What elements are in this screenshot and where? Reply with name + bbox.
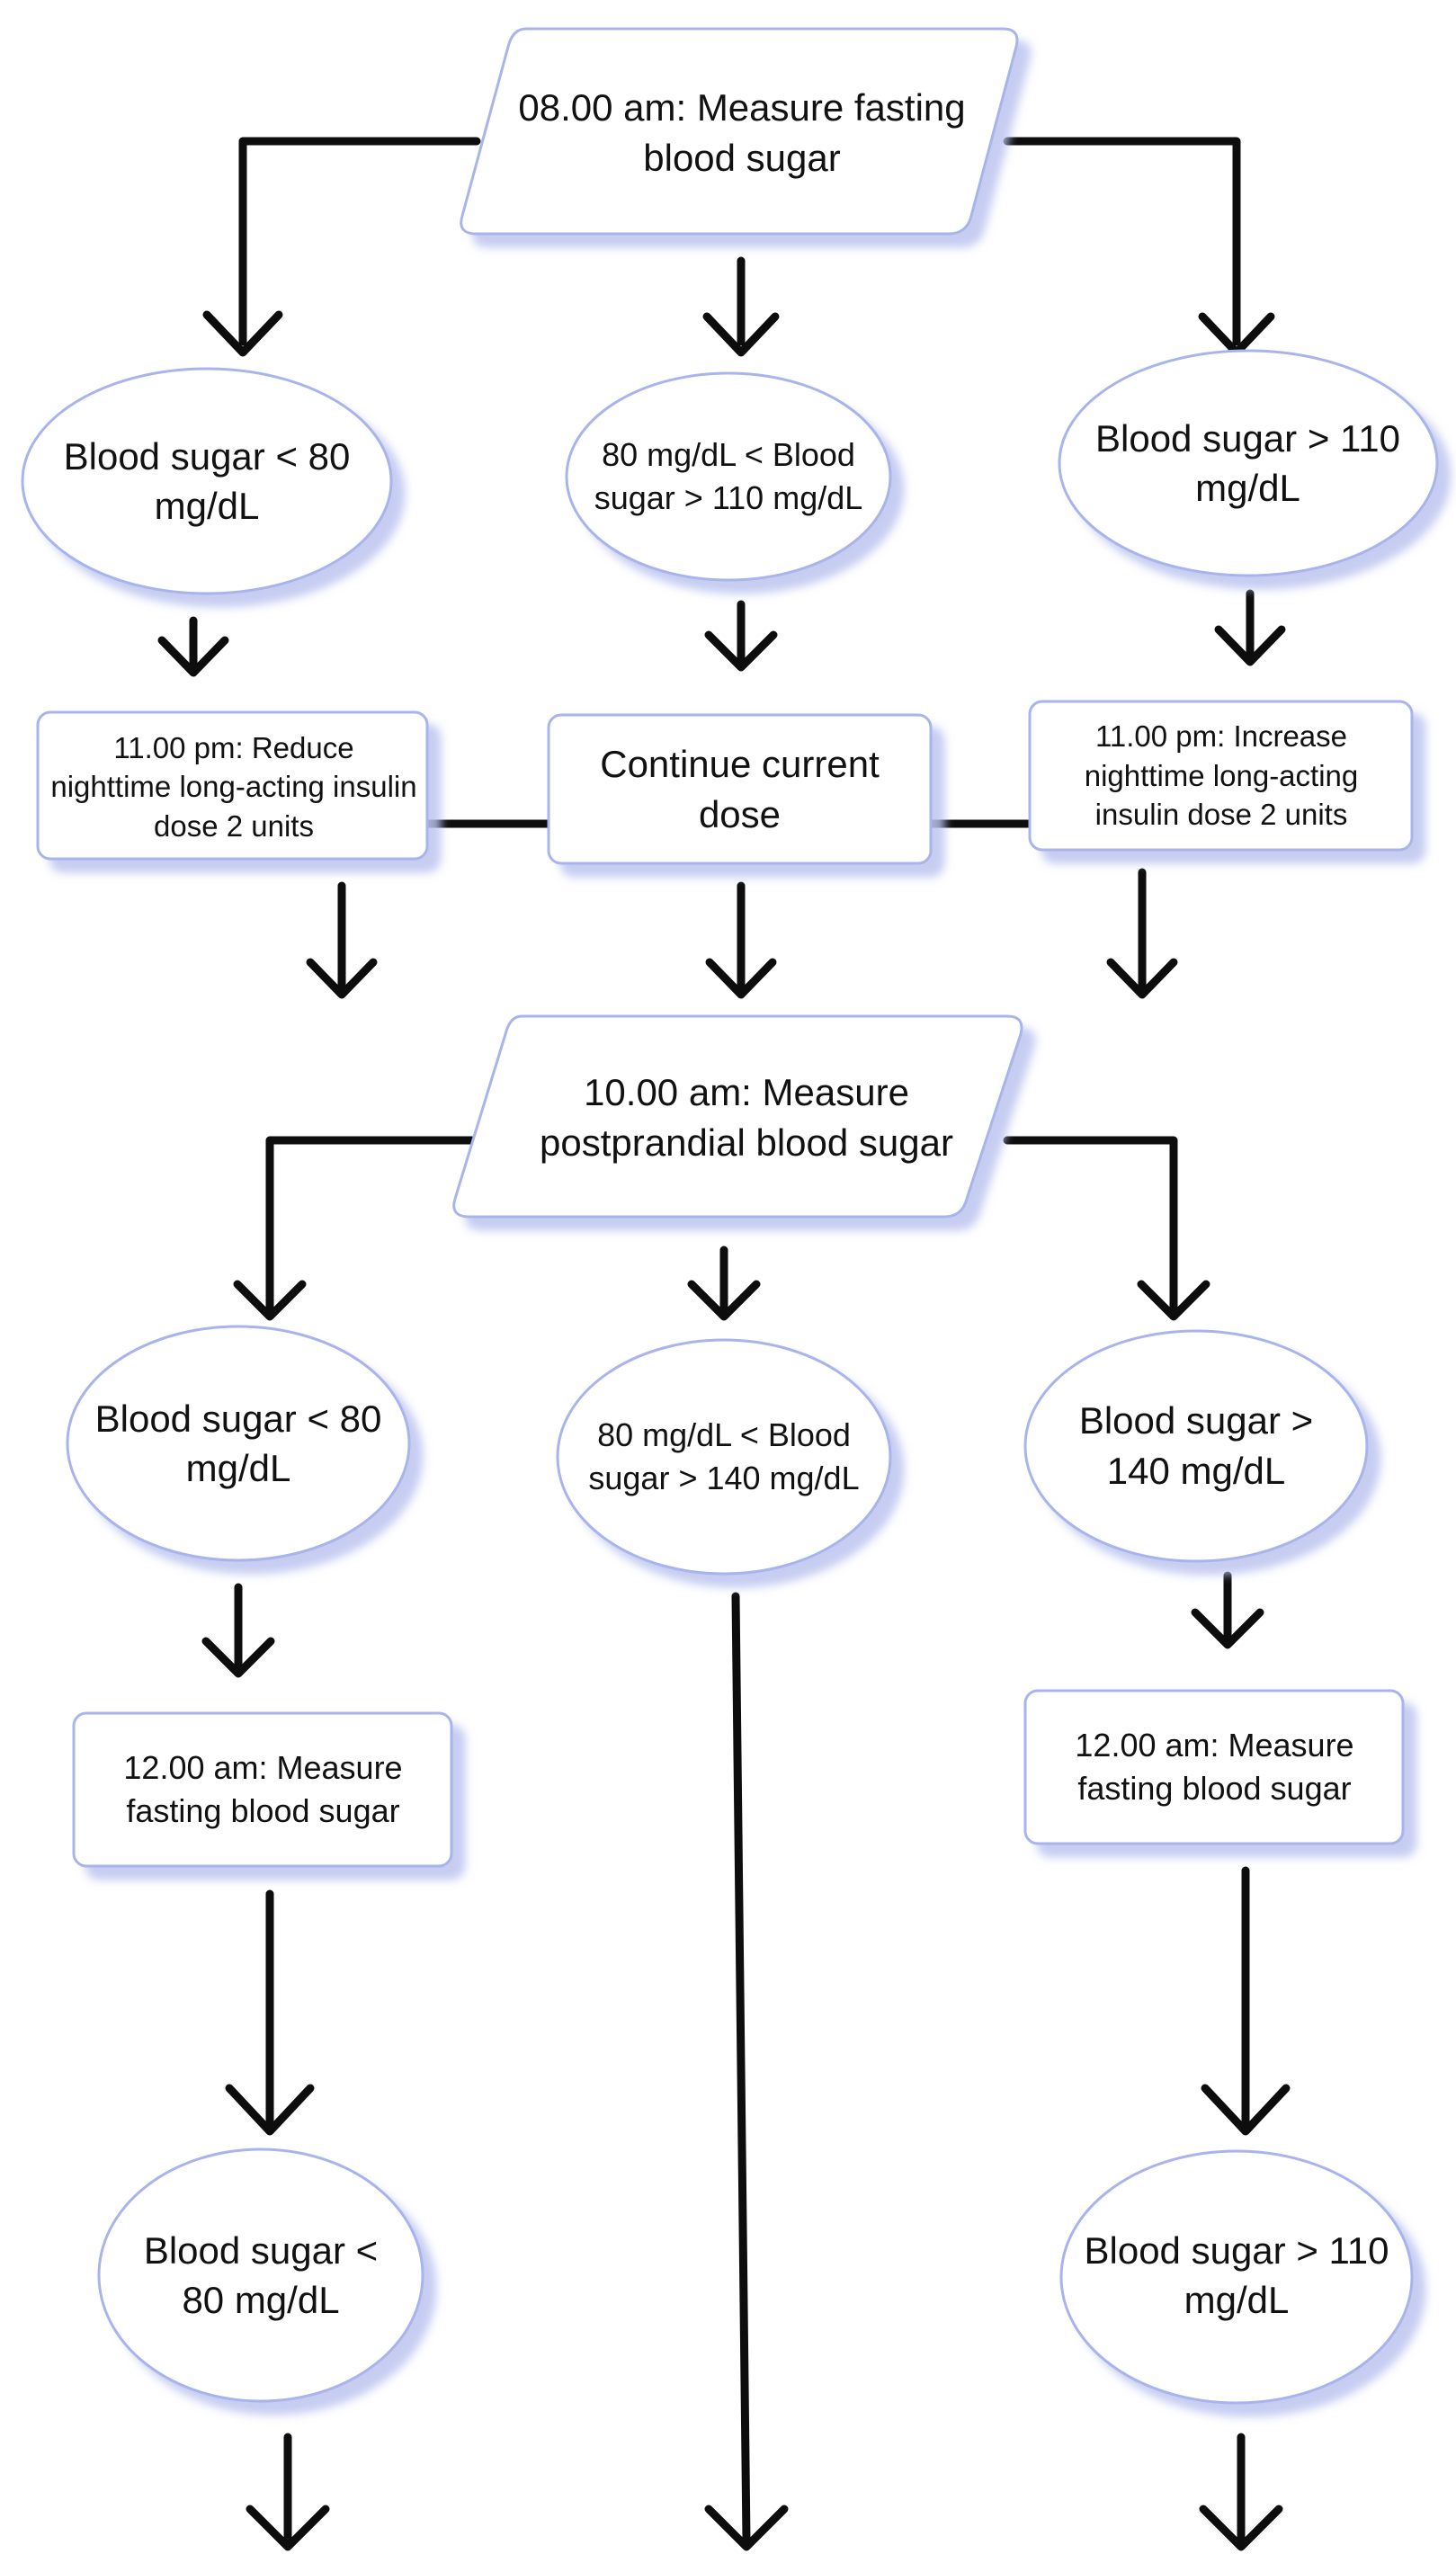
connector-mid-long-down [731,1592,751,2545]
reduce-dose-label: 11.00 pm: Reduce nighttime long-acting i… [50,730,417,843]
node-postprandial-measure [452,1014,1023,1219]
node-final-low [97,2148,424,2403]
post-low-label: Blood sugar < 80 mg/dL [94,1397,382,1489]
arrow-head-to-low [202,310,283,357]
node-midnight-measure-left [72,1711,453,1868]
arrow-head-mid-long-down [704,2505,789,2551]
arrow-head-reduce-down [306,958,378,999]
node-fasting-low [21,367,393,595]
midnight-measure-left-label: 12.00 am: Measure fasting blood sugar [123,1749,403,1829]
arrow-head-to-increase [1214,625,1286,666]
arrow-head-final-high-down [1199,2505,1283,2551]
connector-post-to-low [265,1136,477,1313]
connector-post-to-high [1003,1136,1178,1313]
postprandial-measure-label: 10.00 am: Measure postprandial blood sug… [540,1071,953,1164]
connector-start-to-low [238,137,481,346]
arrow-head-to-reduce [157,636,229,677]
node-final-high [1059,2149,1414,2405]
arrow-head-to-posthigh [1137,1280,1210,1321]
final-low-label: Blood sugar < 80 mg/dL [143,2228,379,2321]
node-post-mid [556,1338,892,1576]
start-measure-label: 08.00 am: Measure fasting blood sugar [518,86,966,179]
connector-start-to-high [1003,137,1241,346]
increase-dose-label: 11.00 pm: Increase nighttime long-acting… [1084,719,1359,832]
arrow-head-to-continue [704,630,778,672]
arrow-head-increase-down [1106,958,1178,999]
node-post-low [66,1325,411,1562]
node-midnight-measure-right [1023,1689,1405,1845]
node-start-measure [460,27,1019,236]
node-continue-dose [547,713,933,865]
arrow-head-to-right-measure [1191,1608,1264,1649]
arrow-head-to-postmid [687,1280,761,1321]
midnight-measure-right-label: 12.00 am: Measure fasting blood sugar [1075,1727,1354,1807]
node-increase-dose [1028,700,1414,852]
fasting-mid-label: 80 mg/dL < Blood sugar > 110 mg/dL [594,436,863,516]
node-fasting-high [1058,349,1439,577]
node-post-high [1023,1329,1369,1563]
post-high-label: Blood sugar > 140 mg/dL [1078,1399,1314,1492]
fasting-low-label: Blood sugar < 80 mg/dL [63,434,351,527]
arrow-head-to-mid [702,312,780,357]
arrow-head-continue-down [705,958,777,999]
arrow-head-final-low-down [246,2505,330,2551]
node-reduce-dose [36,710,429,861]
arrow-head-to-final-high [1201,2084,1291,2136]
node-fasting-mid [565,371,892,582]
fasting-high-label: Blood sugar > 110 mg/dL [1095,416,1400,509]
final-high-label: Blood sugar > 110 mg/dL [1084,2228,1389,2321]
arrow-head-to-postlow [233,1280,307,1321]
arrow-head-to-final-low [225,2084,315,2136]
arrow-head-to-left-measure [201,1637,275,1678]
post-mid-label: 80 mg/dL < Blood sugar > 140 mg/dL [588,1416,860,1496]
continue-dose-label: Continue current dose [600,743,880,835]
